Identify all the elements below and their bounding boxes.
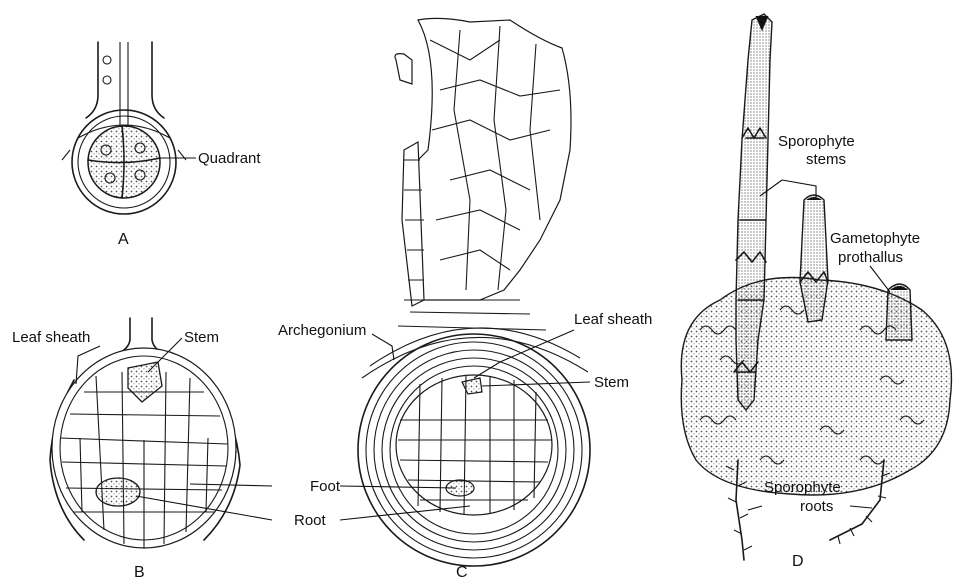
label-gametophyte-line1: Gametophyte: [830, 230, 920, 247]
label-stem-c: Stem: [594, 374, 629, 391]
label-sporophyte-stems-line1: Sporophyte: [778, 133, 855, 150]
label-sporophyte-roots-line2: roots: [800, 498, 833, 515]
label-foot: Foot: [310, 478, 341, 495]
panel-a-drawing: [62, 42, 196, 214]
label-sporophyte-roots-line1: Sporophyte: [764, 479, 841, 496]
panel-c-drawing: [340, 18, 590, 566]
label-sporophyte-stems-line2: stems: [806, 151, 846, 168]
label-root: Root: [294, 512, 327, 529]
label-quadrant: Quadrant: [198, 150, 261, 167]
label-archegonium: Archegonium: [278, 322, 366, 339]
label-leaf-sheath-c: Leaf sheath: [574, 311, 652, 328]
label-stem-b: Stem: [184, 329, 219, 346]
label-leaf-sheath-b: Leaf sheath: [12, 329, 90, 346]
panel-label-c: C: [456, 564, 468, 579]
label-gametophyte-line2: prothallus: [838, 249, 903, 266]
panel-label-d: D: [792, 553, 804, 570]
panel-label-b: B: [134, 564, 145, 579]
panel-label-a: A: [118, 231, 129, 248]
panel-b-drawing: [50, 318, 272, 548]
